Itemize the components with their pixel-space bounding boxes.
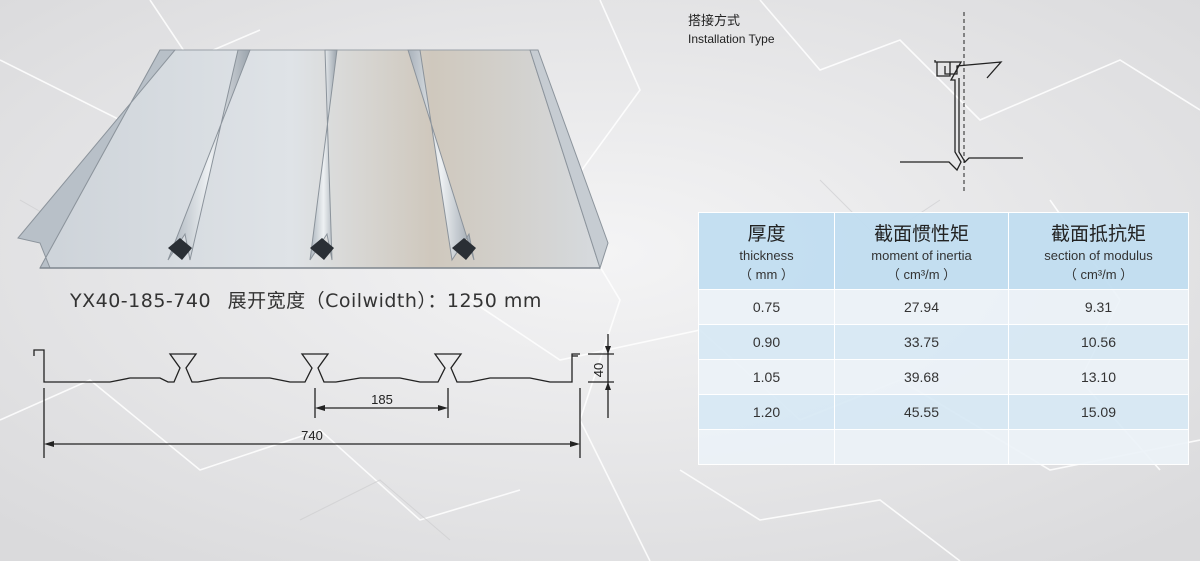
installation-title-cn: 搭接方式 — [688, 14, 741, 29]
thickness-cell: 1.20 — [698, 394, 835, 430]
height-label: 40 — [591, 363, 606, 377]
installation-title: 搭接方式 Installation Type — [688, 10, 775, 46]
cover-width-label: 740 — [301, 428, 323, 443]
joint-detail-drawing — [900, 12, 1023, 194]
inertia-cell: 27.94 — [834, 289, 1009, 325]
pitch-label: 185 — [371, 392, 393, 407]
spec-table: 厚度 thickness （ mm ） 截面惯性矩 moment of iner… — [698, 212, 1189, 465]
thickness-cell: 0.90 — [698, 324, 835, 360]
inertia-cell — [834, 429, 1009, 465]
model-code: YX40-185-740 — [70, 290, 212, 312]
thickness-cell — [698, 429, 835, 465]
modulus-cell: 10.56 — [1008, 324, 1189, 360]
modulus-cell: 9.31 — [1008, 289, 1189, 325]
header-moment-of-inertia: 截面惯性矩 moment of inertia （ cm³/m ） — [834, 212, 1009, 290]
table-row: 0.75 27.94 9.31 — [698, 289, 1189, 325]
installation-title-en: Installation Type — [688, 32, 775, 46]
cross-section-drawing: 740 185 40 — [33, 334, 614, 458]
inertia-cell: 33.75 — [834, 324, 1009, 360]
coil-label-cn: 展开宽度 — [227, 290, 306, 312]
deck-panel-photo — [17, 49, 609, 270]
model-caption: YX40-185-740 展开宽度（Coilwidth）：1250 mm — [70, 286, 542, 313]
table-row-empty — [698, 429, 1189, 465]
table-row: 0.90 33.75 10.56 — [698, 324, 1189, 360]
spec-table-header: 厚度 thickness （ mm ） 截面惯性矩 moment of iner… — [698, 212, 1189, 290]
modulus-cell: 15.09 — [1008, 394, 1189, 430]
table-row: 1.20 45.55 15.09 — [698, 394, 1189, 430]
thickness-cell: 1.05 — [698, 359, 835, 395]
header-section-modulus: 截面抵抗矩 section of modulus （ cm³/m ） — [1008, 212, 1189, 290]
inertia-cell: 39.68 — [834, 359, 1009, 395]
table-row: 1.05 39.68 13.10 — [698, 359, 1189, 395]
modulus-cell — [1008, 429, 1189, 465]
inertia-cell: 45.55 — [834, 394, 1009, 430]
header-thickness: 厚度 thickness （ mm ） — [698, 212, 835, 290]
thickness-cell: 0.75 — [698, 289, 835, 325]
modulus-cell: 13.10 — [1008, 359, 1189, 395]
coil-label-en: （Coilwidth）：1250 mm — [305, 290, 542, 312]
